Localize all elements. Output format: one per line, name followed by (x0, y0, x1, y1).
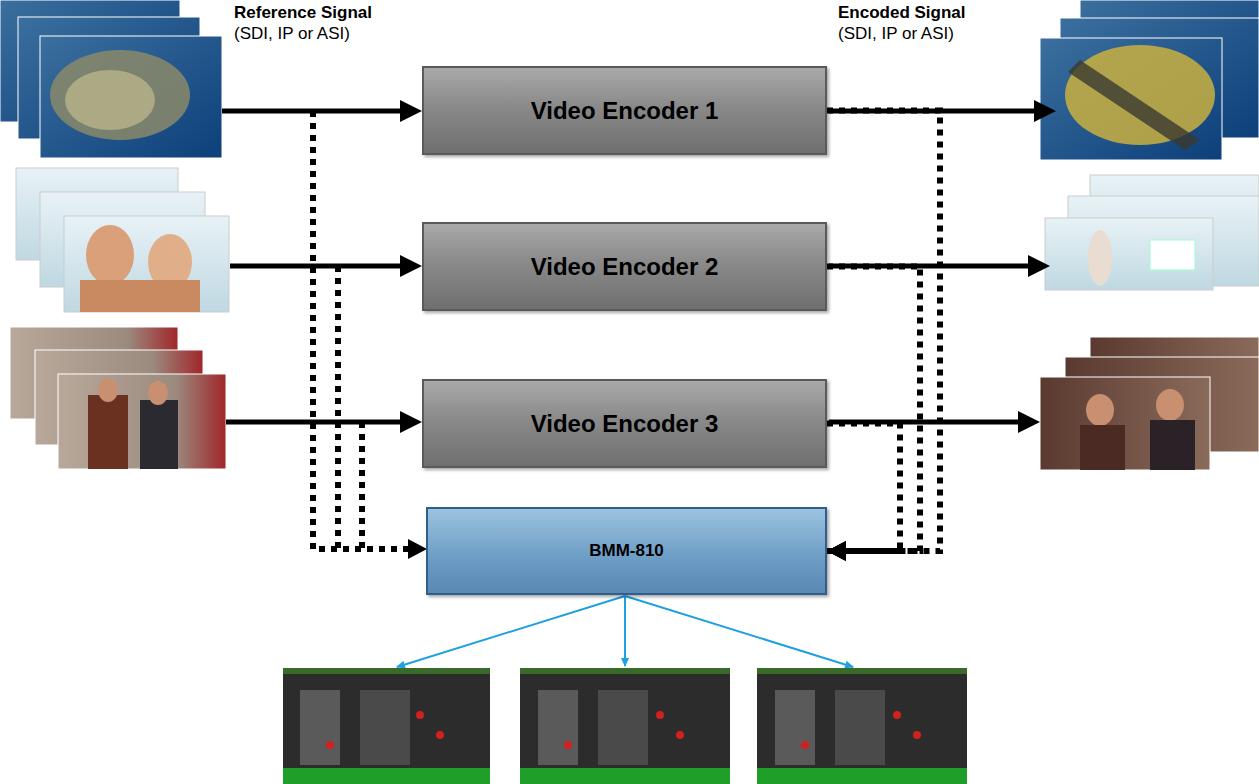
signal-label: Encoded Signal (838, 3, 966, 23)
signal-label: (SDI, IP or ASI) (234, 24, 350, 44)
monitor-arrow (397, 596, 853, 667)
fish-frames-encoded (1040, 0, 1259, 160)
node-label: BMM-810 (589, 541, 664, 561)
men-frames-encoded (1040, 337, 1259, 470)
tap-arrowhead (408, 539, 427, 559)
beach-frames-encoded (1045, 175, 1259, 290)
fish-frames (0, 0, 222, 158)
encoder-box: Video Encoder 1 (422, 66, 827, 155)
monitor-box: BMM-810 (426, 507, 827, 595)
signal-label: Reference Signal (234, 3, 372, 23)
encoded-tap (827, 424, 900, 552)
node-label: Video Encoder 1 (531, 97, 719, 125)
encoder-box: Video Encoder 3 (422, 379, 827, 468)
signal-arrow (222, 100, 422, 433)
monitor-screen (283, 668, 967, 784)
encoded-tap (827, 111, 940, 552)
node-label: Video Encoder 2 (531, 253, 719, 281)
encoder-box: Video Encoder 2 (422, 222, 827, 311)
men-frames (10, 327, 226, 469)
signal-label: (SDI, IP or ASI) (838, 24, 954, 44)
encoded-tap (827, 267, 920, 552)
node-label: Video Encoder 3 (531, 410, 719, 438)
reference-tap (313, 111, 410, 549)
couple-frames (16, 168, 229, 312)
